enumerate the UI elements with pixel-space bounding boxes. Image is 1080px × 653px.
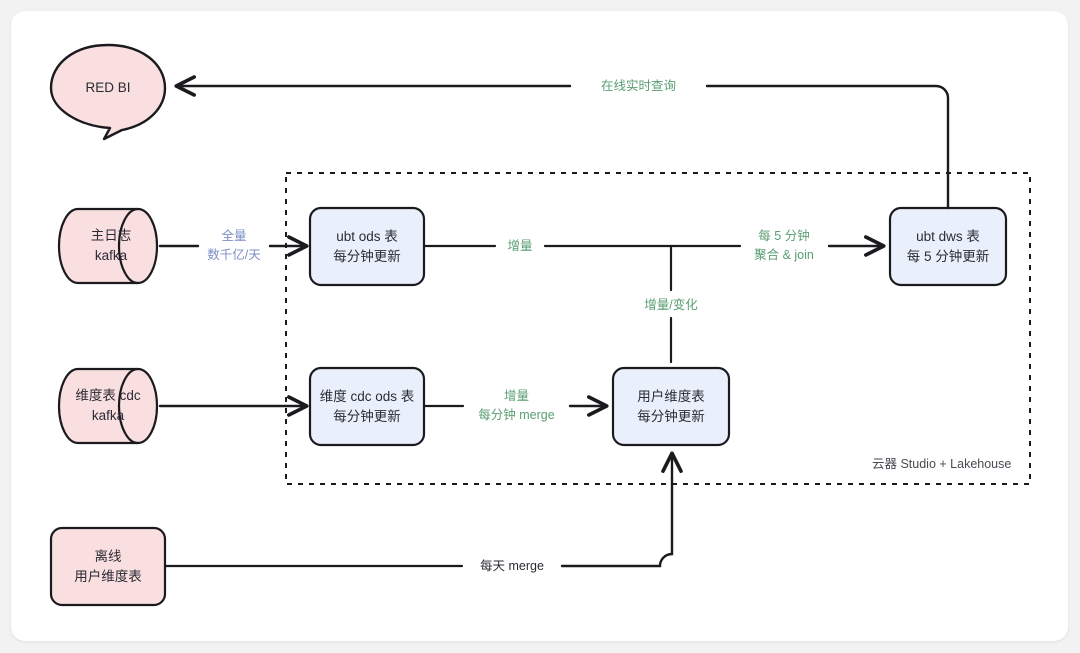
- lakehouse-zone-label: 云器 Studio + Lakehouse: [872, 457, 1012, 471]
- increment-change-text: 增量/变化: [644, 297, 698, 312]
- edge-label-full-volume: 全量 数千亿/天: [196, 224, 272, 268]
- increment-merge-line2: 每分钟 merge: [478, 408, 555, 422]
- full-volume-line2: 数千亿/天: [207, 248, 261, 262]
- node-dim-cdc-ods[interactable]: [308, 366, 426, 447]
- five-min-line1: 每 5 分钟: [758, 229, 810, 244]
- increment-ods-text: 增量: [507, 238, 533, 253]
- increment-merge-line1: 增量: [503, 389, 529, 404]
- node-main-log-kafka[interactable]: [57, 207, 159, 285]
- online-query-text: 在线实时查询: [600, 78, 676, 93]
- edge-offline-to-user-dim: [163, 451, 683, 568]
- edge-label-increment-ods: 增量: [495, 235, 545, 257]
- five-min-line2: 聚合 & join: [754, 248, 814, 262]
- daily-merge-text: 每天 merge: [480, 558, 544, 573]
- node-user-dim-table[interactable]: [611, 366, 731, 447]
- full-volume-line1: 全量: [221, 229, 247, 244]
- edge-label-increment-change: 增量/变化: [627, 294, 715, 316]
- edge-dws-to-red-bi: [174, 75, 950, 210]
- diagram-card: [11, 11, 1068, 641]
- edge-label-increment-merge: 增量 每分钟 merge: [463, 384, 570, 428]
- node-ubt-dws[interactable]: [888, 206, 1008, 287]
- edge-label-daily-merge: 每天 merge: [462, 555, 562, 577]
- node-offline-user-dim[interactable]: [49, 526, 167, 607]
- edge-label-online-realtime-query: 在线实时查询: [570, 75, 707, 97]
- node-red-bi[interactable]: [49, 43, 167, 141]
- node-ubt-ods[interactable]: [308, 206, 426, 287]
- edge-label-five-minute-aggregate: 每 5 分钟 聚合 & join: [739, 224, 829, 268]
- node-dim-cdc-kafka[interactable]: [57, 367, 159, 445]
